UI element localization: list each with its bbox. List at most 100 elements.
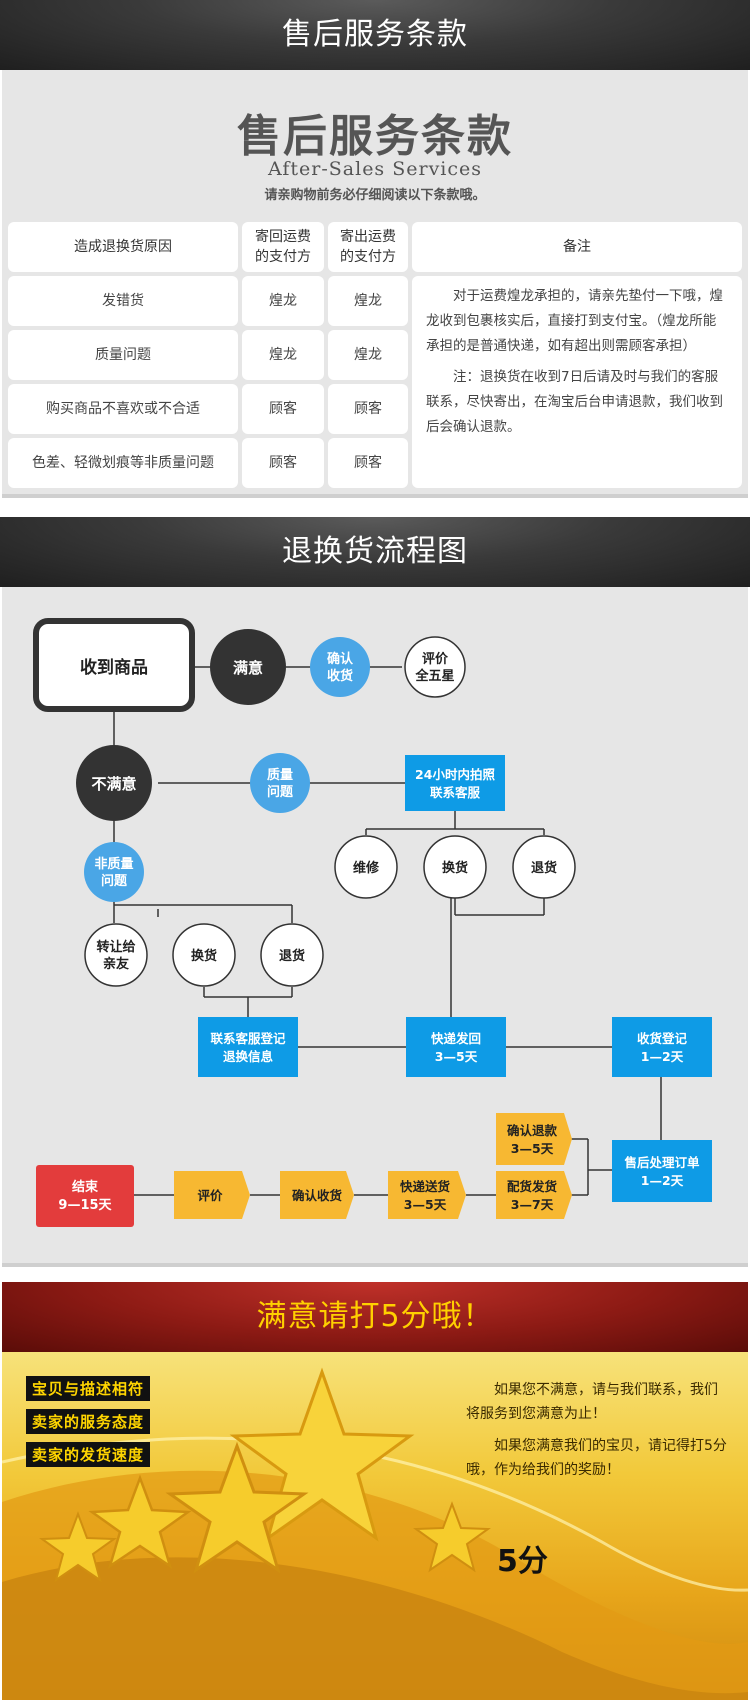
aftersale-label-2: 1—2天 — [641, 1173, 684, 1188]
flow-panel: 收到商品 满意 确认 收货 评价 全五星 不满意 质量 问题 24小时内拍照 联… — [2, 587, 748, 1267]
swoosh-line — [2, 1436, 748, 1592]
header-reason: 造成退换货原因 — [8, 222, 238, 272]
satisfaction-text: 如果您不满意，请与我们联系，我们将服务到您满意为止！ 如果您满意我们的宝贝，请记… — [466, 1378, 728, 1490]
quality-label-1: 质量 — [267, 767, 293, 783]
rating-tag: 卖家的发货速度 — [26, 1442, 151, 1467]
transfer-node — [84, 923, 148, 987]
confirm-refund-arrow — [496, 1113, 572, 1165]
repair-label: 维修 — [353, 860, 380, 876]
swoosh-shape — [2, 1557, 748, 1700]
end-label-1: 结束 — [72, 1179, 99, 1195]
aftersale-box — [612, 1140, 712, 1202]
register-label-2: 退换信息 — [223, 1049, 274, 1064]
refund-label: 退货 — [531, 860, 557, 876]
ship-label-2: 3—7天 — [511, 1197, 554, 1212]
receive-register-box — [612, 1017, 712, 1077]
evaluate-label: 评价 — [197, 1188, 223, 1203]
exchange-node — [423, 835, 487, 899]
flow-connectors — [113, 666, 662, 1196]
end-box — [36, 1165, 134, 1227]
terms-panel: 售后服务条款 After-Sales Services 请亲购物前务必仔细阅读以… — [2, 70, 748, 498]
receive-register-label-2: 1—2天 — [641, 1049, 684, 1064]
quality-node — [250, 753, 310, 813]
confirm-receipt-label-2: 收货 — [327, 668, 353, 684]
row-reason: 质量问题 — [8, 330, 238, 380]
note-paragraph-2: 注：退换货在收到7日后请及时与我们的客服联系，尽快寄出，在淘宝后台申请退款，我们… — [426, 369, 723, 435]
photo-contact-label-2: 联系客服 — [430, 785, 481, 800]
photo-contact-label-1: 24小时内拍照 — [415, 767, 495, 782]
receive-register-label-1: 收货登记 — [637, 1031, 688, 1046]
satisfied-node — [210, 629, 286, 705]
ship-label-1: 配货发货 — [507, 1179, 558, 1194]
banner-title: 退换货流程图 — [282, 534, 468, 569]
satisfied-label: 满意 — [233, 659, 263, 677]
confirm-receipt-label-1: 确认 — [327, 651, 354, 667]
rating-tag: 卖家的服务态度 — [26, 1409, 151, 1434]
note-cell: 对于运费煌龙承担的，请亲先垫付一下哦，煌龙收到包裹核实后，直接打到支付宝。（煌龙… — [412, 276, 742, 488]
receive-goods-box — [33, 618, 195, 712]
confirm-goods-arrow — [280, 1171, 354, 1219]
banner-flow: 退换货流程图 — [0, 517, 750, 587]
exchange-label: 换货 — [442, 860, 468, 876]
header-return-fee: 寄回运费 的支付方 — [242, 222, 324, 272]
rating-tags: 宝贝与描述相符 卖家的服务态度 卖家的发货速度 — [26, 1376, 151, 1475]
satisfaction-title: 满意请打5分哦！ — [256, 1299, 494, 1334]
flow-chart: 收到商品 满意 确认 收货 评价 全五星 不满意 质量 问题 24小时内拍照 联… — [33, 618, 712, 1227]
express-send-label-2: 3—5天 — [404, 1197, 447, 1212]
star-icon — [88, 1474, 192, 1569]
photo-contact-box — [405, 755, 505, 811]
exchange-label: 换货 — [191, 948, 217, 964]
row-return-payer: 煌龙 — [242, 330, 324, 380]
transfer-label-1: 转让给 — [96, 939, 135, 955]
header-note: 备注 — [412, 222, 742, 272]
satisfaction-section: 满意请打5分哦！ 宝贝与描述相符 卖家的服务态度 卖家的发货速度 如果您不满意，… — [2, 1282, 748, 1700]
header-send-fee: 寄出运费 的支付方 — [328, 222, 408, 272]
repair-node — [334, 835, 398, 899]
refund-label: 退货 — [279, 948, 305, 964]
terms-tip: 请亲购物前务必仔细阅读以下条款哦。 — [264, 188, 486, 203]
rate-five-node — [404, 636, 466, 698]
star-icon — [165, 1441, 309, 1574]
rating-tag: 宝贝与描述相符 — [26, 1376, 151, 1401]
row-return-payer: 煌龙 — [242, 276, 324, 326]
star-icon — [39, 1511, 117, 1583]
rate-five-label-2: 全五星 — [414, 668, 454, 684]
note-paragraph-1: 对于运费煌龙承担的，请亲先垫付一下哦，煌龙收到包裹核实后，直接打到支付宝。（煌龙… — [426, 288, 723, 354]
ship-arrow — [496, 1171, 572, 1219]
terms-title-cn: 售后服务条款 — [237, 111, 513, 162]
satisfaction-title-bar: 满意请打5分哦！ — [2, 1282, 748, 1352]
evaluate-arrow — [174, 1171, 250, 1219]
register-label-1: 联系客服登记 — [210, 1031, 286, 1046]
rate-five-label-1: 评价 — [422, 652, 449, 667]
non-quality-label-2: 问题 — [101, 873, 128, 889]
confirm-refund-label-1: 确认退款 — [507, 1123, 558, 1138]
confirm-receipt-node — [310, 637, 370, 697]
row-return-payer: 顾客 — [242, 438, 324, 488]
non-quality-node — [84, 842, 144, 902]
satisfaction-paragraph-1: 如果您不满意，请与我们联系，我们将服务到您满意为止！ — [466, 1382, 718, 1422]
banner-after-sales: 售后服务条款 — [0, 0, 750, 70]
register-box — [198, 1017, 298, 1077]
satisfaction-paragraph-2: 如果您满意我们的宝贝，请记得打5分哦，作为给我们的奖励！ — [466, 1438, 727, 1478]
unsatisfied-label: 不满意 — [91, 775, 136, 793]
row-send-payer: 顾客 — [328, 438, 408, 488]
express-back-label-1: 快递发回 — [431, 1031, 481, 1046]
exchange-node — [172, 923, 236, 987]
row-reason: 色差、轻微划痕等非质量问题 — [8, 438, 238, 488]
satisfaction-body: 宝贝与描述相符 卖家的服务态度 卖家的发货速度 如果您不满意，请与我们联系，我们… — [2, 1352, 748, 1700]
express-send-arrow — [388, 1171, 466, 1219]
banner-title: 售后服务条款 — [282, 17, 468, 52]
refund-node — [512, 835, 576, 899]
score-label: 5分 — [497, 1544, 548, 1579]
star-icon — [413, 1501, 491, 1573]
row-reason: 购买商品不喜欢或不合适 — [8, 384, 238, 434]
refund-node — [260, 923, 324, 987]
confirm-goods-label: 确认收货 — [292, 1188, 343, 1203]
unsatisfied-node — [76, 745, 152, 821]
star-icon — [229, 1367, 415, 1542]
express-send-label-1: 快递送货 — [400, 1179, 451, 1194]
stars-illustration — [2, 1367, 748, 1700]
row-send-payer: 顾客 — [328, 384, 408, 434]
transfer-label-2: 亲友 — [103, 956, 129, 972]
express-back-label-2: 3—5天 — [435, 1049, 478, 1064]
